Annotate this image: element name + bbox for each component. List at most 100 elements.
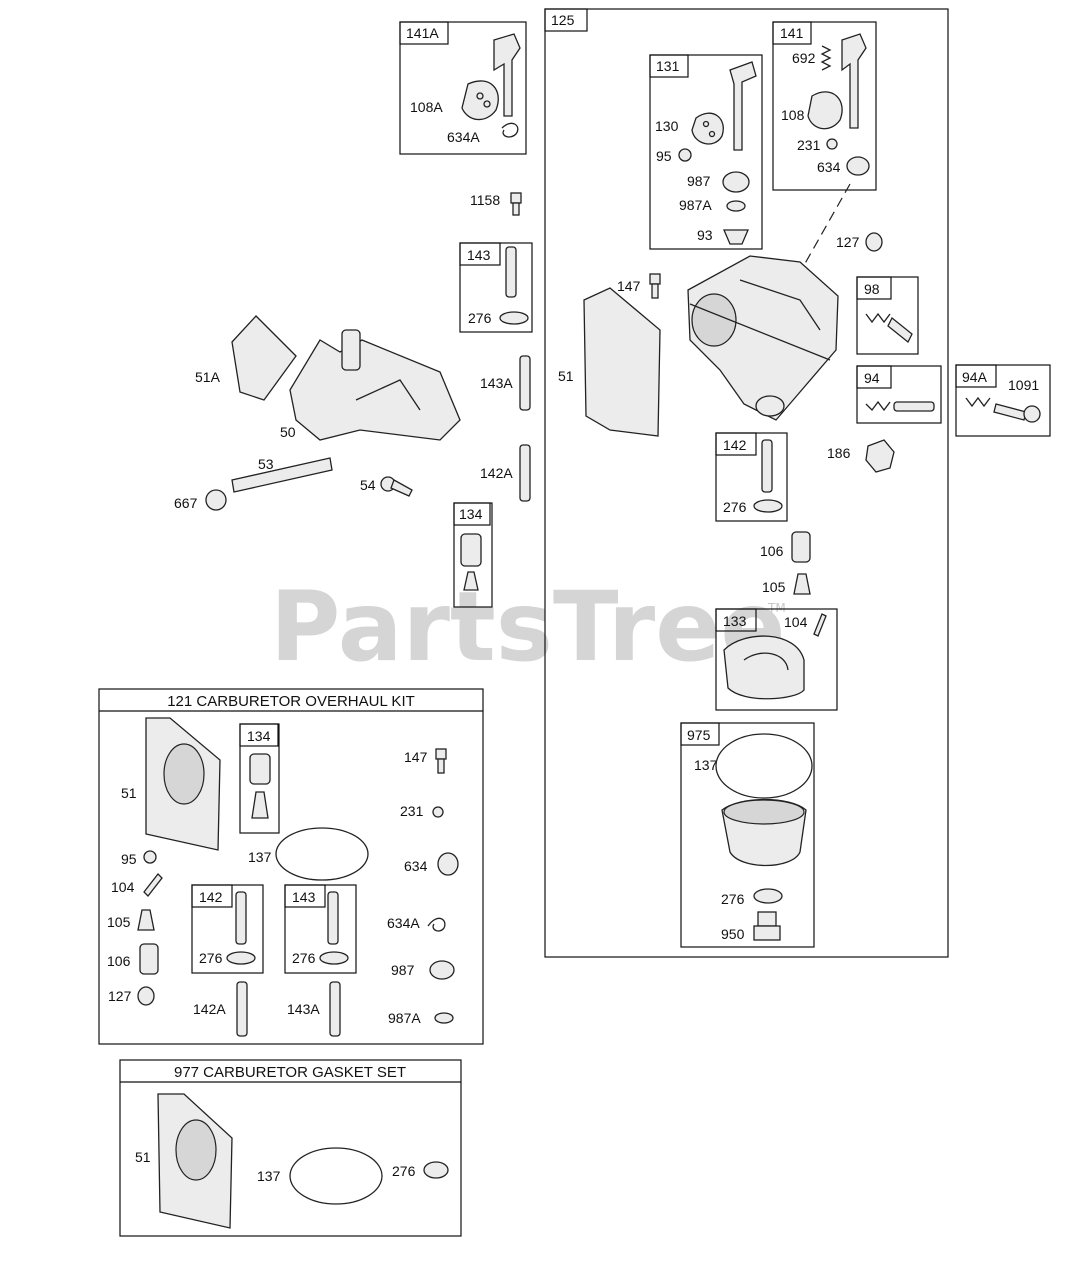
gasket-51A-part[interactable] bbox=[231, 315, 297, 401]
gasket-set-box[interactable] bbox=[119, 1059, 462, 1237]
set-oring-137-part[interactable] bbox=[289, 1147, 383, 1205]
kit-box-134-tag bbox=[239, 723, 279, 747]
spring-692-part[interactable] bbox=[820, 45, 832, 71]
label-108A: 108A bbox=[410, 99, 443, 115]
kit-washer-987-part[interactable] bbox=[429, 960, 455, 980]
kit-spring-634-part[interactable] bbox=[437, 852, 459, 876]
kit-label-987A: 987A bbox=[388, 1010, 421, 1026]
box-94[interactable] bbox=[856, 365, 942, 424]
throttle-shaft-part[interactable] bbox=[461, 33, 521, 138]
choke-shaft-part[interactable] bbox=[691, 61, 757, 151]
carburetor-body-part[interactable] bbox=[687, 255, 839, 421]
label-276-975: 276 bbox=[721, 891, 745, 907]
main-jet-142-part[interactable] bbox=[753, 439, 783, 513]
jet-143A-part[interactable] bbox=[519, 355, 531, 411]
box-125-label: 125 bbox=[551, 12, 575, 28]
set-label-137: 137 bbox=[257, 1168, 281, 1184]
kit-screw-147-part[interactable] bbox=[435, 748, 447, 774]
jet-142A-part[interactable] bbox=[519, 444, 531, 502]
seat-106-part[interactable] bbox=[791, 531, 811, 563]
gasket-set-title: 977 CARBURETOR GASKET SET bbox=[174, 1064, 406, 1081]
box-141A-tag bbox=[399, 21, 449, 45]
overhaul-kit-box[interactable] bbox=[98, 688, 484, 1045]
washer-276-975-part[interactable] bbox=[753, 888, 783, 904]
box-141[interactable] bbox=[772, 21, 877, 191]
needle-105-part[interactable] bbox=[793, 573, 811, 595]
kit-plug-127-part[interactable] bbox=[137, 986, 155, 1006]
throttle-shaft-141-part[interactable] bbox=[807, 33, 867, 130]
pin-104-part[interactable] bbox=[813, 613, 827, 637]
kit-screw-231-part[interactable] bbox=[432, 806, 444, 818]
kit-jet-143A-part[interactable] bbox=[329, 981, 341, 1037]
stud-53-part[interactable] bbox=[231, 457, 333, 493]
mixture-screw-94-part[interactable] bbox=[865, 400, 935, 412]
kit-oring-137-part[interactable] bbox=[275, 827, 369, 881]
label-950: 950 bbox=[721, 926, 745, 942]
gasket-51-part[interactable] bbox=[583, 287, 661, 437]
label-137-975: 137 bbox=[694, 757, 718, 773]
oring-137-part[interactable] bbox=[715, 733, 813, 799]
box-142-tag bbox=[715, 432, 757, 456]
kit-label-634A: 634A bbox=[387, 915, 420, 931]
label-143A: 143A bbox=[480, 375, 513, 391]
kit-label-143A: 143A bbox=[287, 1001, 320, 1017]
float-bowl-part[interactable] bbox=[721, 798, 807, 867]
plug-127-part[interactable] bbox=[865, 232, 883, 252]
box-134-upper-tag bbox=[453, 502, 491, 526]
label-987A: 987A bbox=[679, 197, 712, 213]
kit-screw-95-part[interactable] bbox=[143, 850, 157, 864]
intake-elbow-50-part[interactable] bbox=[289, 329, 461, 441]
label-54: 54 bbox=[360, 477, 376, 493]
screw-54-part[interactable] bbox=[380, 476, 413, 497]
kit-needle-105-part[interactable] bbox=[137, 909, 155, 931]
box-133-tag bbox=[715, 608, 757, 632]
kit-label-105: 105 bbox=[107, 914, 131, 930]
box-131[interactable] bbox=[649, 54, 763, 250]
seal-987A-part[interactable] bbox=[726, 200, 746, 212]
kit-jet-142-part[interactable] bbox=[226, 891, 256, 965]
kit-seat-106-part[interactable] bbox=[139, 943, 159, 975]
kit-box-134-label: 134 bbox=[247, 728, 271, 744]
idle-screw-98-part[interactable] bbox=[865, 312, 913, 344]
label-50: 50 bbox=[280, 424, 296, 440]
bowl-nut-950-part[interactable] bbox=[753, 911, 781, 941]
screw-231-part[interactable] bbox=[826, 138, 838, 150]
kit-spring-634A-part[interactable] bbox=[427, 917, 446, 932]
kit-seal-987A-part[interactable] bbox=[434, 1012, 454, 1024]
label-108: 108 bbox=[781, 107, 805, 123]
kit-label-634: 634 bbox=[404, 858, 428, 874]
screw-95-part[interactable] bbox=[678, 148, 692, 162]
float-133-part[interactable] bbox=[723, 635, 805, 700]
label-147: 147 bbox=[617, 278, 641, 294]
kit-jet-142A-part[interactable] bbox=[236, 981, 248, 1037]
kit-seat-needle-134-part[interactable] bbox=[249, 753, 271, 819]
label-231: 231 bbox=[797, 137, 821, 153]
box-94-label: 94 bbox=[864, 370, 880, 386]
box-141A[interactable] bbox=[399, 21, 527, 155]
kit-jet-143-part[interactable] bbox=[319, 891, 349, 965]
washer-987-part[interactable] bbox=[722, 171, 750, 193]
seat-needle-134-part[interactable] bbox=[460, 533, 482, 591]
label-106: 106 bbox=[760, 543, 784, 559]
box-142-label: 142 bbox=[723, 437, 747, 453]
box-125-tag bbox=[544, 8, 588, 32]
nut-667-part[interactable] bbox=[205, 489, 227, 511]
set-washer-276-part[interactable] bbox=[423, 1161, 449, 1179]
box-133[interactable] bbox=[715, 608, 838, 711]
kit-label-51: 51 bbox=[121, 785, 137, 801]
box-98-tag bbox=[856, 276, 892, 300]
spring-634-part[interactable] bbox=[846, 156, 870, 176]
label-127: 127 bbox=[836, 234, 860, 250]
fitting-186-part[interactable] bbox=[865, 439, 895, 473]
kit-box-142-label: 142 bbox=[199, 889, 223, 905]
screw-147-part[interactable] bbox=[649, 273, 661, 299]
kit-pin-104-part[interactable] bbox=[143, 873, 163, 897]
box-125[interactable] bbox=[544, 8, 949, 958]
cap-93-part[interactable] bbox=[723, 229, 749, 245]
main-jet-143-part[interactable] bbox=[499, 246, 529, 325]
screw-1158-part[interactable] bbox=[510, 192, 522, 216]
box-975[interactable] bbox=[680, 722, 815, 948]
label-692: 692 bbox=[792, 50, 816, 66]
mixture-screw-94A-part[interactable] bbox=[965, 396, 1041, 423]
box-94A[interactable] bbox=[955, 364, 1051, 437]
